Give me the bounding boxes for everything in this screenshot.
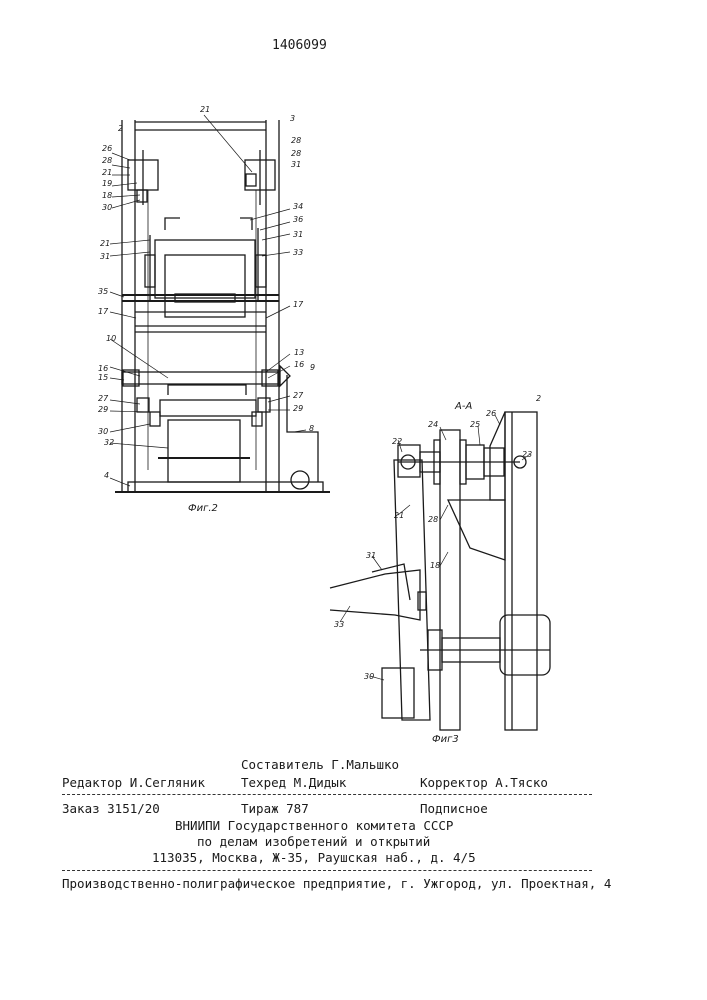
fig2-label-3: 3 xyxy=(290,114,295,123)
fig2-label-21: 21 xyxy=(200,105,210,114)
fig2-label-31: 31 xyxy=(100,252,110,261)
fig2-label-10: 10 xyxy=(106,334,116,343)
editor: Редактор И.Сегляник xyxy=(62,775,205,790)
fig2-label-13: 13 xyxy=(294,348,304,357)
fig3-label-22: 22 xyxy=(392,437,402,446)
fig2-label-27: 27 xyxy=(98,394,109,403)
fig2-label-26: 26 xyxy=(102,144,112,153)
fig2-label-31: 31 xyxy=(293,230,303,239)
fig2-label-30: 30 xyxy=(102,203,112,212)
fig2-label-17: 17 xyxy=(98,307,109,316)
fig3-label-25: 25 xyxy=(470,420,480,429)
fig3-label-33: 33 xyxy=(334,620,344,629)
fig2-label-28: 28 xyxy=(291,149,301,158)
fig2-label-32: 32 xyxy=(104,438,114,447)
fig3-section-label: А-А xyxy=(454,401,472,412)
printer: Производственно-полиграфическое предприя… xyxy=(62,876,611,891)
fig2-label-29: 29 xyxy=(98,405,108,414)
subscription: Подписное xyxy=(420,801,488,816)
fig2-label-9: 9 xyxy=(310,363,315,372)
fig2-label-21: 21 xyxy=(102,168,112,177)
fig2-caption: Фиг.2 xyxy=(188,503,218,514)
fig3-label-18: 18 xyxy=(430,561,440,570)
fig2-reference-labels: 2 3 21 26 28 21 19 18 30 28 28 31 34 36 21 31 31 33 35 17 17… xyxy=(98,105,315,480)
fig2-label-28: 28 xyxy=(291,136,301,145)
fig3-reference-labels: 2 26 22 24 25 23 21 28 18 31 33 30 xyxy=(334,394,541,681)
fig2-label-15: 15 xyxy=(98,373,108,382)
fig3-caption: Фиг3 xyxy=(432,734,459,745)
fig3-label-23: 23 xyxy=(522,450,532,459)
fig3-label-2: 2 xyxy=(536,394,541,403)
fig3-label-26: 26 xyxy=(486,409,496,418)
fig2-label-18: 18 xyxy=(102,191,112,200)
fig2-label-16: 16 xyxy=(294,360,304,369)
fig2-label-27: 27 xyxy=(293,391,304,400)
fig2-label-34: 34 xyxy=(293,202,303,211)
divider xyxy=(62,870,592,871)
order-number: Заказ 3151/20 xyxy=(62,801,160,816)
fig3-label-21: 21 xyxy=(394,511,404,520)
fig2-label-33: 33 xyxy=(293,248,303,257)
circulation: Тираж 787 xyxy=(241,801,309,816)
fig2-label-28: 28 xyxy=(102,156,112,165)
techred: Техред М.Дидык xyxy=(241,775,346,790)
fig3-label-31: 31 xyxy=(366,551,376,560)
fig2-label-30: 30 xyxy=(98,427,108,436)
fig2-label-21: 21 xyxy=(100,239,110,248)
fig2-label-31: 31 xyxy=(291,160,301,169)
org-line-1: ВНИИПИ Государственного комитета СССР xyxy=(175,818,453,833)
corrector: Корректор А.Тяско xyxy=(420,775,548,790)
fig2-label-36: 36 xyxy=(293,215,303,224)
fig2-label-2: 2 xyxy=(118,124,123,133)
fig2-label-4: 4 xyxy=(104,471,109,480)
fig2-label-19: 19 xyxy=(102,179,112,188)
divider xyxy=(62,794,592,795)
fig3-label-28: 28 xyxy=(428,515,438,524)
fig2-label-16: 16 xyxy=(98,364,108,373)
technical-drawing: 2321262821191830282831343621313133351717… xyxy=(0,0,707,760)
fig3-label-30: 30 xyxy=(364,672,374,681)
fig3-drawing xyxy=(330,412,550,730)
fig2-label-29: 29 xyxy=(293,404,303,413)
fig2-label-35: 35 xyxy=(98,287,108,296)
fig2-label-17: 17 xyxy=(293,300,304,309)
fig3-label-24: 24 xyxy=(428,420,438,429)
org-line-2: по делам изобретений и открытий xyxy=(197,834,430,849)
composer: Составитель Г.Мальшко xyxy=(241,757,399,772)
address: 113035, Москва, Ж-35, Раушская наб., д. … xyxy=(152,850,476,865)
fig2-label-8: 8 xyxy=(309,424,314,433)
